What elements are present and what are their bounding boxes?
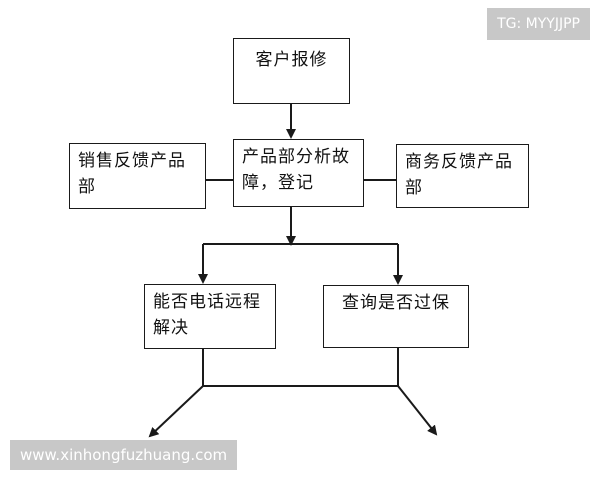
node-sales-feedback: 销售反馈产品部	[69, 143, 206, 209]
arrow-output-left	[148, 385, 204, 438]
arrow-output-right	[397, 385, 438, 436]
watermark-top-right: TG: MYYJJPP	[487, 8, 590, 40]
node-phone-remote: 能否电话远程解决	[144, 284, 276, 349]
watermark-bottom-left: www.xinhongfuzhuang.com	[10, 440, 238, 470]
node-product-analysis: 产品部分析故障，登记	[233, 139, 364, 207]
node-business-feedback: 商务反馈产品部	[396, 144, 529, 208]
node-customer-repair: 客户报修	[233, 38, 350, 104]
node-warranty-check: 查询是否过保	[323, 285, 469, 348]
